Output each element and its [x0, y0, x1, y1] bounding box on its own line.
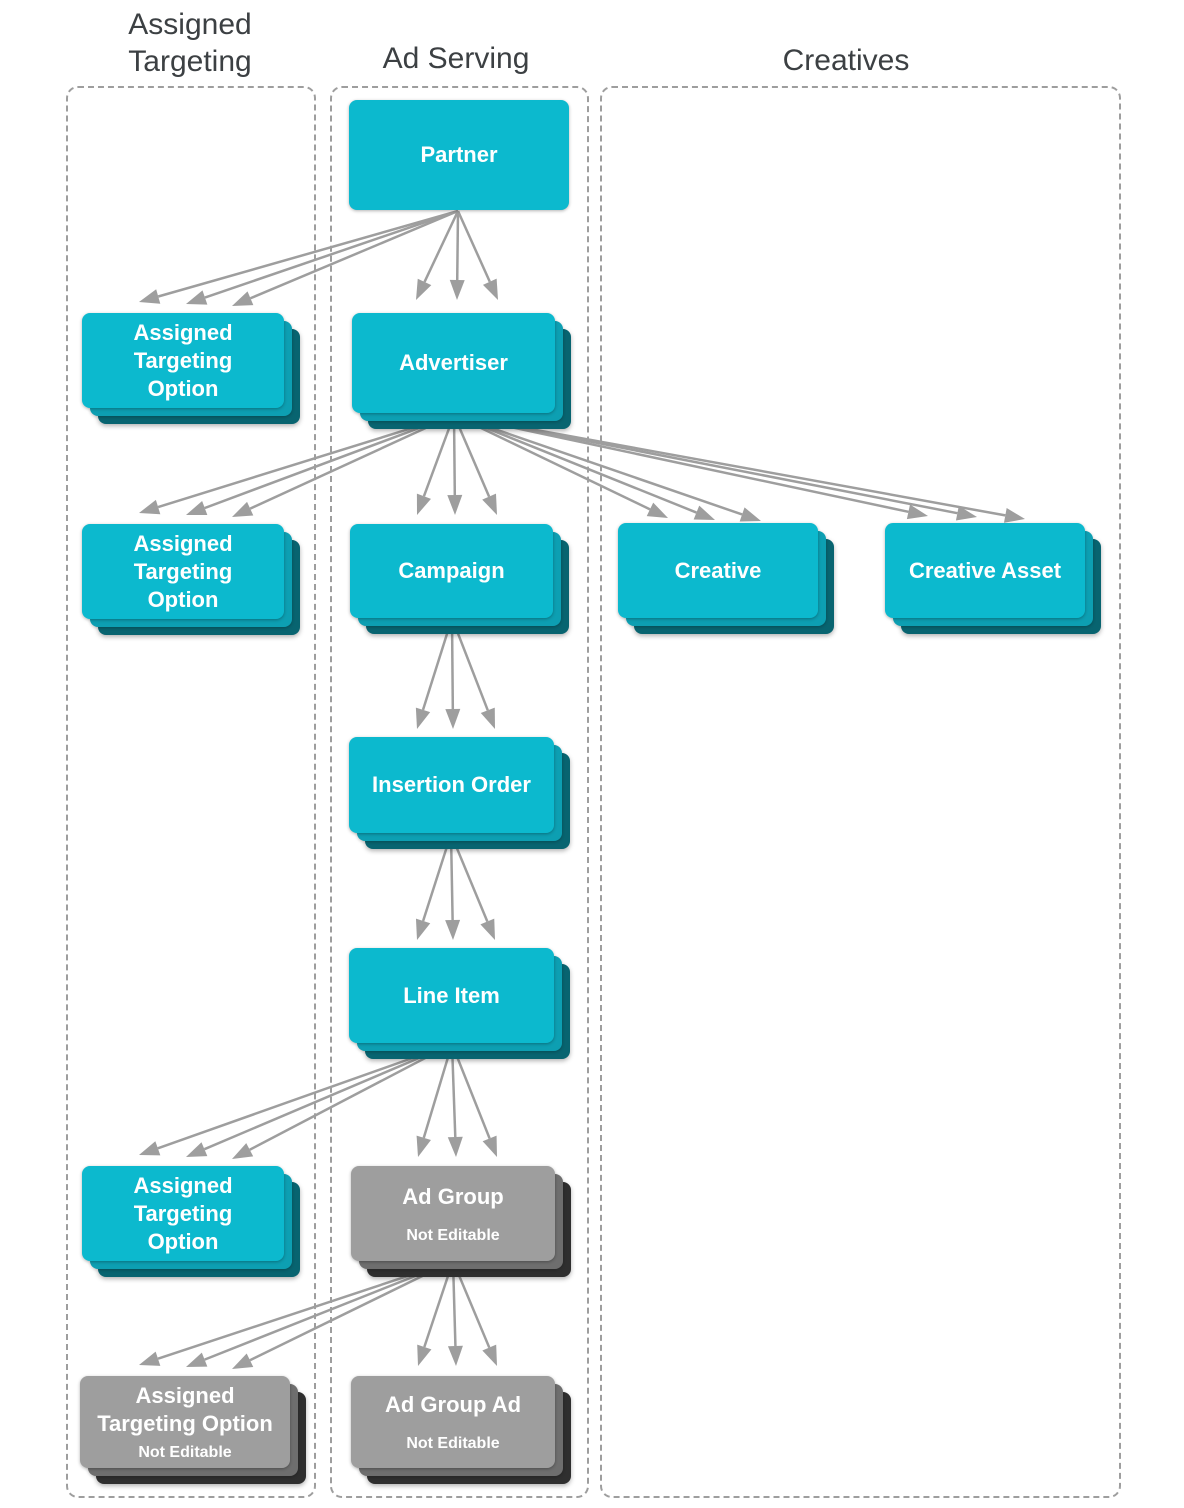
column-header-ad-serving: Ad Serving: [382, 42, 530, 75]
node-assigned-targeting-option-1: Assigned Targeting Option: [82, 313, 300, 424]
node-label: Campaign: [398, 558, 505, 583]
node-ad-group-ad: Ad Group Ad Not Editable: [351, 1376, 571, 1484]
column-header-creatives: Creatives: [782, 44, 910, 77]
column-header-assigned-targeting: Assigned Targeting: [128, 8, 252, 78]
node-campaign: Campaign: [350, 524, 569, 634]
node-assigned-targeting-option-2: Assigned Targeting Option: [82, 524, 300, 635]
node-assigned-targeting-option-3: Assigned Targeting Option: [82, 1166, 300, 1277]
node-creative: Creative: [618, 523, 834, 634]
node-assigned-targeting-option-4: Assigned Targeting Option Not Editable: [80, 1376, 306, 1484]
node-label: Assigned Targeting Option: [133, 530, 233, 612]
node-label: Assigned Targeting Option: [97, 1383, 273, 1436]
node-line-item: Line Item: [349, 948, 570, 1059]
node-label: Creative: [674, 557, 762, 583]
node-label: Insertion Order: [372, 772, 531, 797]
node-ad-group: Ad Group Not Editable: [351, 1166, 571, 1277]
node-creative-asset: Creative Asset: [885, 523, 1101, 634]
node-label: Advertiser: [399, 350, 508, 375]
node-insertion-order: Insertion Order: [349, 737, 570, 849]
node-label: Assigned Targeting Option: [133, 319, 233, 401]
column-region-creatives: [600, 86, 1121, 1498]
column-region-ad-serving: [330, 86, 589, 1498]
node-sublabel: Not Editable: [406, 1435, 500, 1452]
node-label: Ad Group Ad: [384, 1392, 522, 1417]
node-sublabel: Not Editable: [138, 1444, 232, 1461]
node-sublabel: Not Editable: [406, 1226, 500, 1244]
column-region-assigned-targeting: [66, 86, 316, 1498]
node-label: Line Item: [403, 982, 500, 1008]
node-advertiser: Advertiser: [352, 313, 571, 429]
node-label: Assigned Targeting Option: [133, 1172, 233, 1254]
node-label: Creative Asset: [908, 557, 1062, 583]
node-label: Ad Group: [402, 1183, 504, 1209]
node-label: Partner: [420, 142, 498, 167]
node-partner: Partner: [349, 100, 569, 210]
